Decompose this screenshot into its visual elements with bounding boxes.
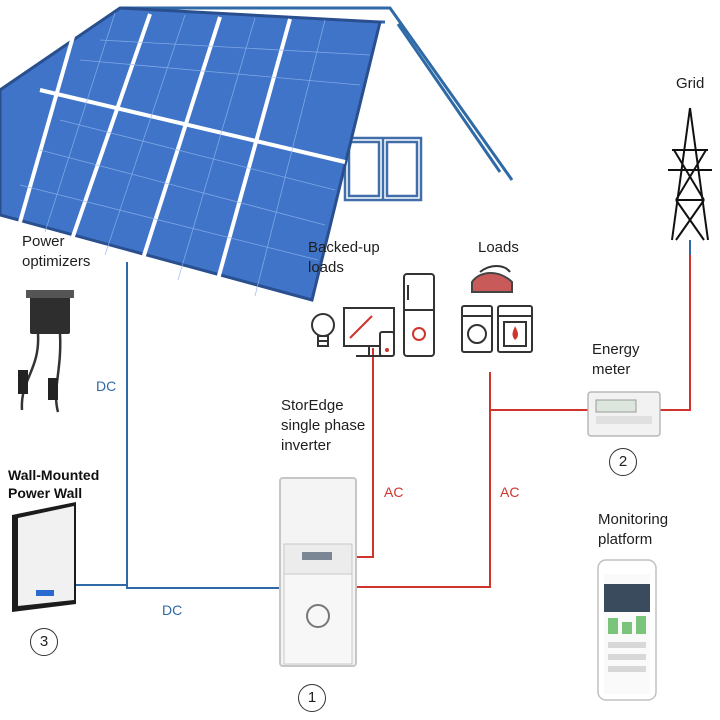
dc-horizontal-label: DC	[162, 602, 183, 618]
solar-panel-array	[0, 6, 382, 302]
refrigerator-icon	[403, 273, 435, 357]
inverter-device-icon	[279, 477, 357, 667]
ac-loads-label: AC	[500, 484, 520, 500]
light-bulb-icon	[311, 313, 335, 347]
inverter-number-marker: 1	[298, 684, 326, 712]
monitoring-platform-label: Monitoring platform	[598, 511, 669, 548]
dc-vertical-label: DC	[96, 378, 117, 394]
ac-backed-up-label: AC	[384, 484, 404, 500]
energy-meter-icon	[587, 391, 661, 437]
energy-meter-label: Energy meter	[592, 341, 640, 378]
wall-battery-label: Wall-Mounted Power Wall	[8, 467, 100, 501]
monitor-icon	[343, 307, 395, 357]
washing-machine-icon	[461, 305, 493, 353]
loads-icons	[461, 265, 533, 353]
meter-number-marker: 2	[609, 448, 637, 476]
iron-icon	[471, 265, 513, 293]
backed-up-loads-label: Backed-up loads	[308, 239, 380, 276]
backed-up-loads-icons	[311, 273, 435, 357]
inverter-label: StorEdge single phase inverter	[281, 397, 366, 454]
grid-label: Grid	[676, 75, 705, 92]
power-optimizers-label: Power optimizers	[22, 233, 91, 270]
wall-battery-icon	[12, 502, 76, 612]
house-window	[343, 136, 423, 202]
phone-icon	[379, 331, 395, 357]
grid-tower-icon	[668, 107, 712, 241]
battery-number-marker: 3	[30, 628, 58, 656]
monitoring-phone-icon	[597, 559, 657, 701]
loads-label: Loads	[478, 239, 519, 256]
power-optimizer-icon	[18, 290, 74, 413]
oven-icon	[497, 305, 533, 353]
